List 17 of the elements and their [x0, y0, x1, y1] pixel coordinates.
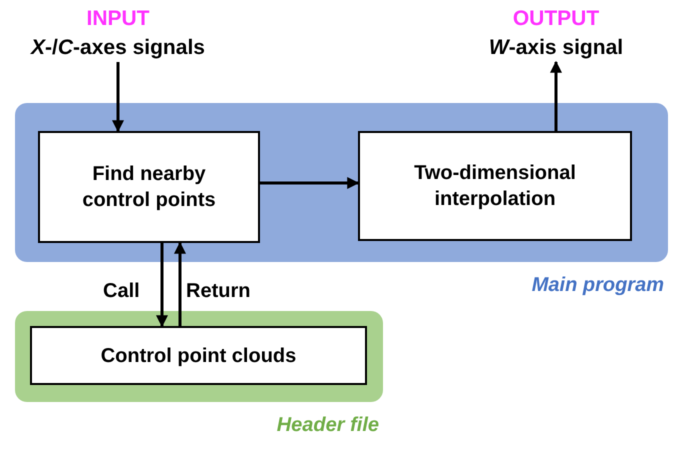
arrow: [156, 243, 168, 328]
box-label: Find nearby control points: [81, 162, 217, 213]
box-label: Control point clouds: [100, 344, 296, 368]
io-heading: INPUT: [86, 6, 150, 32]
process-box: [30, 326, 367, 385]
band-heading: Header file: [276, 413, 379, 438]
signal-label: W-axis signal: [488, 35, 624, 61]
process-box: [358, 131, 632, 241]
arrow: [174, 242, 186, 326]
band-heading: Main program: [532, 273, 664, 298]
process-box: [38, 131, 260, 243]
box-label: Two-dimensional interpolation: [413, 161, 577, 212]
arrow: [550, 60, 562, 131]
arrow: [260, 177, 360, 189]
arrow: [112, 62, 124, 132]
signal-label: X-/C-axes signals: [31, 35, 205, 61]
io-heading: OUTPUT: [512, 6, 600, 32]
